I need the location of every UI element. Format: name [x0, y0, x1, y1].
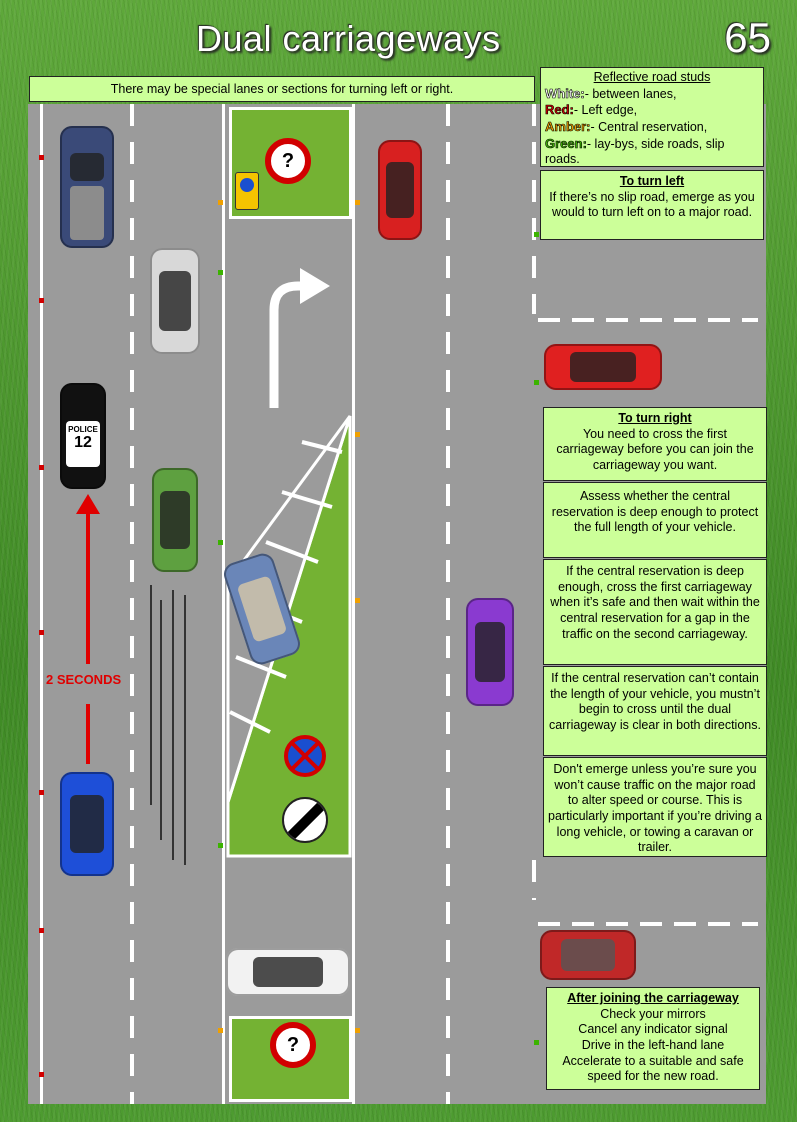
skid-mark	[184, 595, 186, 865]
studs-box: Reflective road studs White:- between la…	[540, 67, 764, 167]
side-road-dashes-top	[532, 104, 536, 314]
studs-heading: Reflective road studs	[593, 70, 711, 84]
after-joining-box: After joining the carriageway Check your…	[546, 987, 760, 1090]
assess-box: Assess whether the central reservation i…	[543, 482, 767, 558]
studs-text: - Central reservation,	[590, 119, 708, 134]
keep-left-bollard-icon	[235, 172, 259, 210]
turn-right-heading: To turn right	[618, 411, 692, 425]
turn-left-text: If there’s no slip road, emerge as you w…	[549, 189, 755, 220]
two-seconds-label: 2 SECONDS	[44, 672, 124, 687]
page-title: Dual carriageways	[196, 18, 501, 59]
studs-text: - Left edge,	[573, 103, 638, 118]
amber-stud	[355, 200, 360, 205]
lane-divider-left	[130, 104, 134, 1104]
red-car	[378, 140, 422, 240]
deep-enough-box: If the central reservation is deep enoug…	[543, 559, 767, 665]
white-car	[226, 948, 350, 996]
after-joining-line: Check your mirrors	[600, 1006, 706, 1021]
purple-car	[466, 598, 514, 706]
red-stud	[39, 155, 44, 160]
side-road-dashes-bottom	[532, 860, 536, 900]
studs-label: Red:	[545, 102, 574, 118]
amber-stud	[355, 432, 360, 437]
green-stud	[534, 380, 539, 385]
studs-label: Amber:	[545, 118, 591, 135]
two-seconds-arrow-icon	[76, 494, 100, 764]
dont-emerge-box: Don't emerge unless you’re sure you won’…	[543, 757, 767, 857]
amber-stud	[355, 598, 360, 603]
lane-divider-right	[446, 104, 450, 1104]
cant-contain-box: If the central reservation can’t contain…	[543, 666, 767, 756]
after-joining-heading: After joining the carriageway	[567, 991, 739, 1005]
amber-stud	[218, 200, 223, 205]
studs-row-red: Red:- Left edge,	[545, 102, 759, 119]
turn-right-box: To turn right You need to cross the firs…	[543, 407, 767, 481]
studs-row-green: Green:- lay-bys, side roads, slip roads.	[545, 135, 759, 168]
green-stud	[534, 232, 539, 237]
red-stud	[39, 298, 44, 303]
studs-text: - between lanes,	[584, 86, 677, 101]
reservation-edge-line-left	[222, 104, 225, 1104]
red-stud	[39, 465, 44, 470]
red-car-turning	[544, 344, 662, 390]
studs-label: Green:	[545, 135, 588, 151]
green-stud	[218, 540, 223, 545]
skid-mark	[150, 585, 152, 805]
national-speed-limit-sign-icon	[282, 797, 328, 843]
junction-line-top	[538, 318, 758, 322]
studs-label: White:	[545, 85, 585, 101]
sign-warning-icon: ?	[265, 138, 311, 184]
green-stud	[218, 270, 223, 275]
green-stud	[218, 843, 223, 848]
amber-stud	[355, 1028, 360, 1033]
turn-left-box: To turn left If there’s no slip road, em…	[540, 170, 764, 240]
left-edge-line	[40, 104, 43, 1104]
studs-row-white: White:- between lanes,	[545, 85, 759, 103]
green-car	[152, 468, 198, 572]
police-car: POLICE 12	[60, 383, 106, 489]
junction-line-bottom	[538, 922, 758, 926]
after-joining-line: Drive in the left-hand lane	[581, 1037, 725, 1052]
clearway-sign-icon	[284, 735, 326, 777]
turn-left-heading: To turn left	[619, 174, 685, 188]
police-label: POLICE	[68, 425, 98, 434]
mini-car	[540, 930, 636, 980]
silver-car	[150, 248, 200, 354]
turn-right-text: You need to cross the first carriageway …	[556, 426, 754, 472]
red-stud	[39, 630, 44, 635]
amber-stud	[218, 1028, 223, 1033]
pickup-truck-car	[60, 126, 114, 248]
sign-warning-icon: ?	[270, 1022, 316, 1068]
studs-row-amber: Amber:- Central reservation,	[545, 119, 759, 136]
police-number: 12	[74, 434, 92, 451]
green-stud	[534, 1040, 539, 1045]
skid-mark	[160, 600, 162, 840]
blue-car	[60, 772, 114, 876]
red-stud	[39, 790, 44, 795]
skid-mark	[172, 590, 174, 860]
after-joining-line: Accelerate to a suitable and safe speed …	[562, 1053, 744, 1084]
reservation-edge-line-right	[352, 104, 355, 1104]
banner-text: There may be special lanes or sections f…	[29, 76, 535, 102]
red-stud	[39, 1072, 44, 1077]
studs-text: - lay-bys, side roads, slip roads.	[545, 136, 725, 167]
red-stud	[39, 928, 44, 933]
after-joining-line: Cancel any indicator signal	[578, 1022, 728, 1037]
turn-right-arrow-icon	[269, 268, 330, 408]
page-number: 65	[724, 14, 771, 61]
